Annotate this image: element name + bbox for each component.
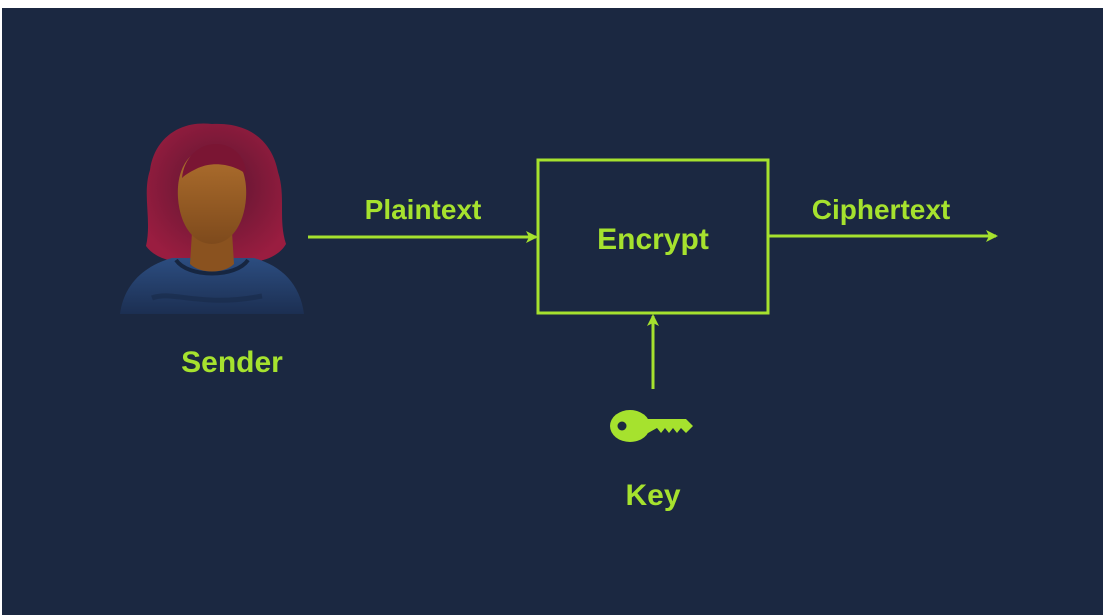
sender-label: Sender <box>181 346 283 379</box>
person-icon <box>120 123 304 314</box>
key-icon <box>610 410 693 442</box>
diagram-slide: Sender Plaintext Encrypt Ciphertext Key <box>2 8 1103 615</box>
plaintext-label: Plaintext <box>365 194 482 225</box>
ciphertext-label: Ciphertext <box>812 194 950 225</box>
encrypt-label: Encrypt <box>597 223 709 256</box>
key-label: Key <box>625 479 680 512</box>
encryption-diagram: Sender Plaintext Encrypt Ciphertext Key <box>120 123 998 512</box>
